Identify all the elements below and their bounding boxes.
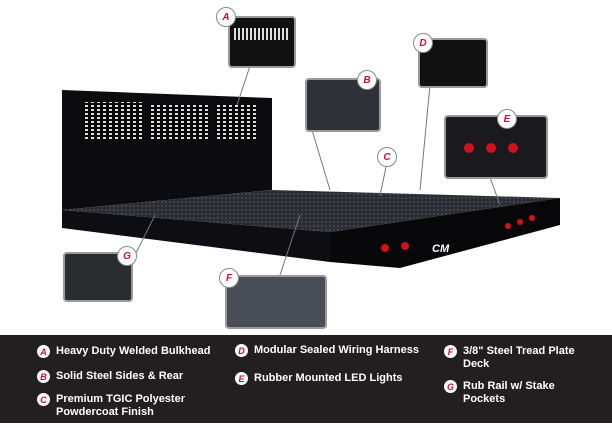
badge-icon: A xyxy=(37,345,50,358)
callout-lights xyxy=(444,115,548,179)
callout-bulkhead xyxy=(228,16,296,68)
bulkhead-vents xyxy=(82,102,142,140)
flatbed-illustration xyxy=(62,65,560,276)
badge-a: A xyxy=(216,7,236,27)
deck xyxy=(62,190,560,232)
badge-f: F xyxy=(219,268,239,288)
badge-icon: D xyxy=(235,344,248,357)
badge-b: B xyxy=(357,70,377,90)
badge-icon: B xyxy=(37,370,50,383)
badge-d: D xyxy=(413,33,433,53)
badge-icon: E xyxy=(235,372,248,385)
side-rail xyxy=(62,210,330,262)
badge-icon: G xyxy=(444,380,457,393)
badge-e: E xyxy=(497,109,517,129)
callout-tread-plate xyxy=(225,275,327,329)
badge-icon: C xyxy=(37,393,50,406)
badge-c: C xyxy=(377,147,397,167)
badge-icon: F xyxy=(444,345,457,358)
flatbed-product-image: A B C D E F G CM xyxy=(62,7,560,329)
brand-logo: CM xyxy=(432,243,450,255)
badge-g: G xyxy=(117,246,137,266)
